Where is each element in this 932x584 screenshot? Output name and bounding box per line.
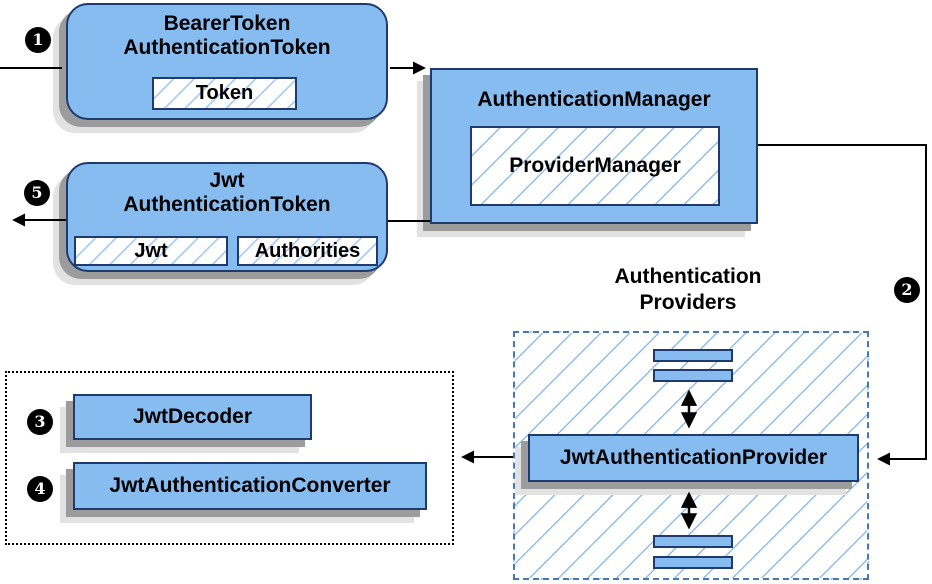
authentication-providers-label: Authentication Providers [558, 264, 818, 316]
jwt-chip: Jwt [74, 236, 228, 266]
jwt-token-title-line2: AuthenticationToken [123, 193, 331, 216]
bearer-token-title-line1: BearerToken [163, 12, 291, 35]
step-4-badge: 4 [27, 476, 53, 502]
provider-slot-bar [653, 556, 733, 569]
jwt-token-title-line1: Jwt [209, 169, 245, 192]
jwt-authentication-token-node: Jwt AuthenticationToken Jwt Authorities [66, 162, 388, 272]
authentication-manager-node: AuthenticationManager ProviderManager [430, 68, 758, 224]
bearer-token-title: BearerToken AuthenticationToken [68, 5, 386, 60]
step-5-badge: 5 [24, 180, 50, 206]
provider-manager-chip: ProviderManager [470, 126, 720, 206]
authentication-manager-title: AuthenticationManager [477, 88, 711, 111]
jwt-decoder-node: JwtDecoder [73, 394, 312, 440]
provider-slot-bar [653, 369, 733, 382]
jwt-authentication-converter-node: JwtAuthenticationConverter [73, 462, 427, 510]
step-1-badge: 1 [25, 27, 51, 53]
jwt-token-title: Jwt AuthenticationToken [68, 164, 386, 217]
authentication-providers-label-line1: Authentication [614, 265, 762, 288]
authentication-providers-label-line2: Providers [639, 291, 737, 314]
jwt-authentication-provider-node: JwtAuthenticationProvider [528, 434, 859, 482]
step-2-badge: 2 [894, 277, 920, 303]
bearer-token-title-line2: AuthenticationToken [123, 36, 331, 59]
token-chip: Token [152, 77, 297, 110]
authorities-chip: Authorities [237, 236, 378, 266]
provider-slot-bar [653, 535, 733, 548]
bearer-token-authentication-token-node: BearerToken AuthenticationToken Token [66, 3, 388, 120]
jwt-support-group [5, 371, 454, 545]
provider-slot-bar [653, 349, 733, 362]
step-3-badge: 3 [27, 409, 53, 435]
